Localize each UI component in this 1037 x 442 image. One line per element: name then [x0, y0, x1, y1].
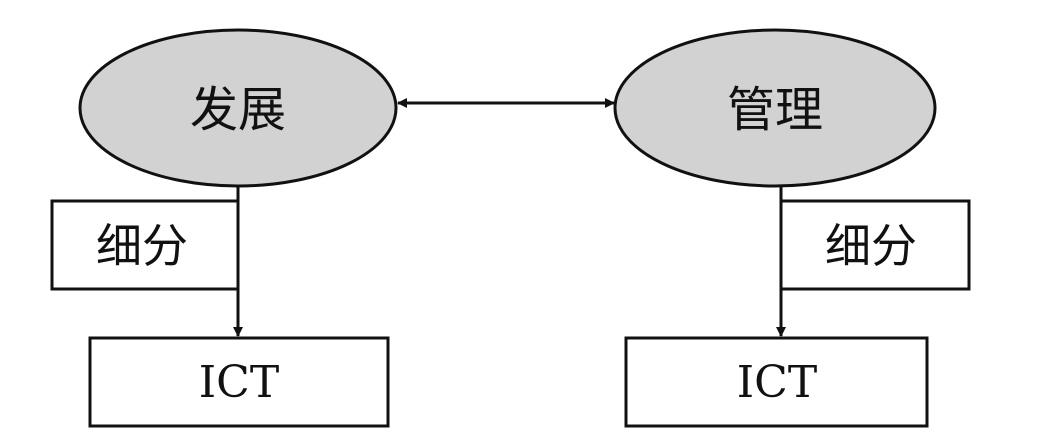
left-detail-label: 细分 — [96, 219, 188, 273]
right-detail-box: 细分 — [779, 199, 971, 291]
right-detail-rect — [779, 199, 971, 291]
right-detail-label: 细分 — [825, 219, 917, 273]
left-output-box: ICT — [88, 336, 390, 428]
management-label: 管理 — [727, 82, 823, 138]
left-output-label: ICT — [199, 357, 279, 408]
management-ellipse — [613, 28, 937, 188]
left-output-rect — [88, 336, 390, 428]
management-node: 管理 — [613, 28, 937, 188]
left-detail-rect — [50, 199, 240, 291]
left-detail-box: 细分 — [50, 199, 240, 291]
right-output-box: ICT — [624, 336, 929, 428]
right-output-label: ICT — [737, 357, 817, 408]
development-node: 发展 — [78, 28, 398, 188]
right-output-rect — [624, 336, 929, 428]
development-label: 发展 — [190, 82, 286, 138]
